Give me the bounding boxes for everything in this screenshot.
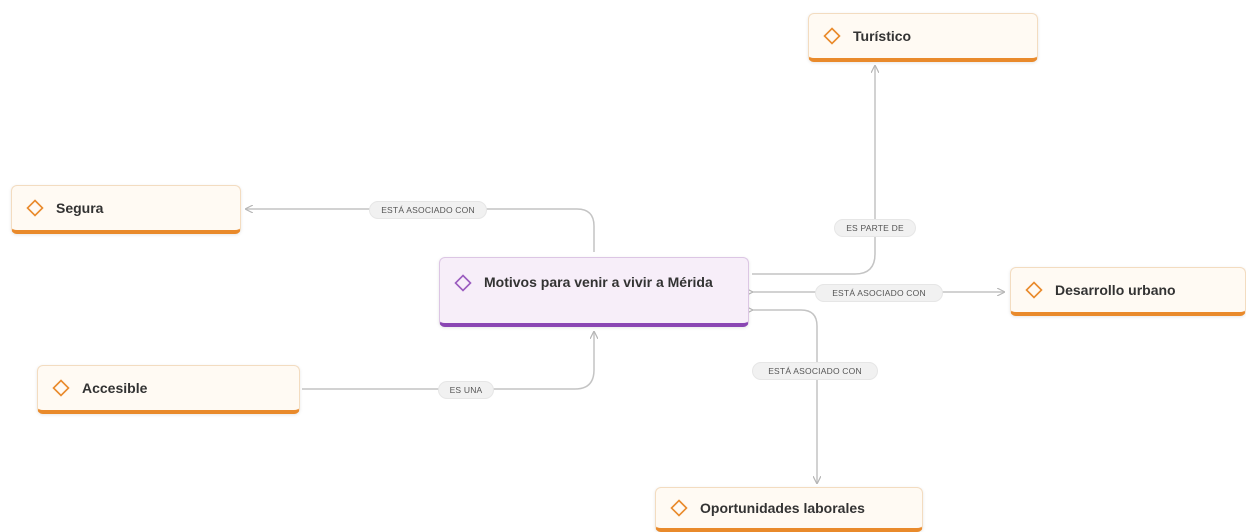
diamond-icon (26, 199, 44, 217)
node-center-label: Motivos para venir a vivir a Mérida (484, 274, 713, 290)
node-segura-label: Segura (56, 200, 104, 216)
node-accesible-label: Accesible (82, 380, 148, 396)
edge-label-turistico: ES PARTE DE (834, 219, 916, 237)
edge-oportunidades[interactable] (752, 310, 817, 483)
node-desarrollo-label: Desarrollo urbano (1055, 282, 1176, 298)
node-turistico-label: Turístico (853, 28, 912, 44)
diamond-icon (823, 27, 841, 45)
node-desarrollo[interactable]: Desarrollo urbano (1010, 267, 1246, 316)
node-accesible[interactable]: Accesible (37, 365, 300, 414)
edge-label-oportunidades: ESTÁ ASOCIADO CON (752, 362, 878, 380)
edge-turistico[interactable] (752, 66, 875, 275)
diamond-icon (670, 499, 688, 517)
diamond-icon (1025, 281, 1043, 299)
node-segura[interactable]: Segura (11, 185, 241, 234)
edge-label-desarrollo: ESTÁ ASOCIADO CON (815, 284, 943, 302)
edge-segura[interactable] (246, 209, 595, 252)
diamond-icon (52, 379, 70, 397)
edge-accesible[interactable] (302, 332, 594, 390)
edge-label-accesible: ES UNA (438, 381, 494, 399)
node-oportunidades[interactable]: Oportunidades laborales (655, 487, 923, 532)
edge-label-segura: ESTÁ ASOCIADO CON (369, 201, 487, 219)
node-center[interactable]: Motivos para venir a vivir a Mérida (439, 257, 749, 327)
node-oportunidades-label: Oportunidades laborales (700, 500, 865, 516)
node-turistico[interactable]: Turístico (808, 13, 1038, 62)
diamond-icon (454, 274, 472, 292)
